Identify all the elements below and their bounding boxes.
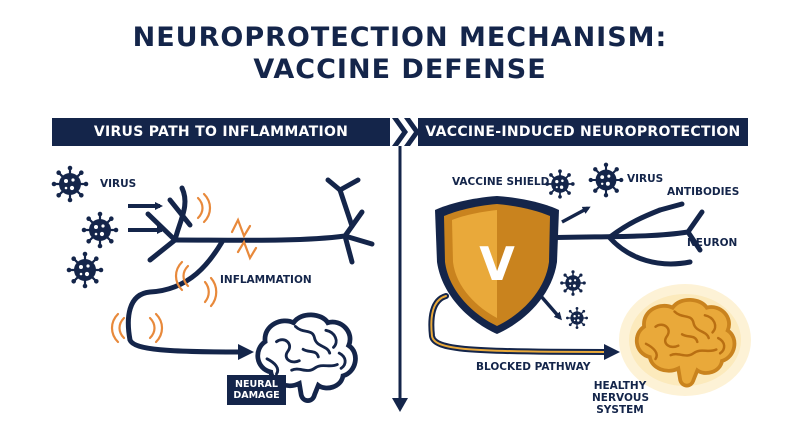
vaccine-shield-label: VACCINE SHIELD <box>452 176 550 188</box>
deflection-arrows <box>538 206 591 321</box>
blocked-pathway-arrowhead <box>604 344 620 360</box>
page-title: NEUROPROTECTION MECHANISM: VACCINE DEFEN… <box>0 22 800 86</box>
left-neuron <box>125 177 375 355</box>
inflammation-label: INFLAMMATION <box>220 274 312 286</box>
virus-icon <box>50 164 90 204</box>
blocked-pathway-label: BLOCKED PATHWAY <box>476 361 591 373</box>
right-panel-heading: VACCINE-INDUCED NEUROPROTECTION <box>418 118 748 146</box>
virus-icon <box>80 210 120 250</box>
title-line-1: NEUROPROTECTION MECHANISM: <box>132 22 668 53</box>
neural-damage-line-2: DAMAGE <box>233 390 280 401</box>
neural-damage-label: NEURAL DAMAGE <box>227 375 286 405</box>
vaccine-shield-icon: V <box>435 196 559 334</box>
virus-icon <box>559 269 587 297</box>
healthy-nervous-system-label: HEALTHY NERVOUS SYSTEM <box>592 380 650 416</box>
virus-icon <box>65 250 105 290</box>
antibodies-label: ANTIBODIES <box>667 186 740 198</box>
virus-icon <box>565 306 589 330</box>
left-virus-label: VIRUS <box>100 178 137 190</box>
healthy-line-1: HEALTHY <box>593 380 647 392</box>
healthy-line-3: SYSTEM <box>596 404 644 416</box>
title-line-2: VACCINE DEFENSE <box>253 54 547 85</box>
path-arrowhead <box>238 344 254 360</box>
shield-letter: V <box>479 237 515 291</box>
healthy-line-2: NERVOUS <box>592 392 650 404</box>
virus-entry-arrows <box>128 202 165 234</box>
inflammation-marks <box>110 192 258 344</box>
right-virus-label: VIRUS <box>627 173 664 185</box>
left-panel-heading: VIRUS PATH TO INFLAMMATION <box>52 118 390 146</box>
virus-icon <box>587 161 625 199</box>
center-divider <box>392 118 420 412</box>
virus-icon <box>544 168 576 200</box>
neuron-label: NEURON <box>687 237 738 249</box>
blocked-pathway-line <box>428 293 609 355</box>
right-neuron <box>537 201 705 267</box>
neural-damage-line-1: NEURAL <box>235 379 278 390</box>
